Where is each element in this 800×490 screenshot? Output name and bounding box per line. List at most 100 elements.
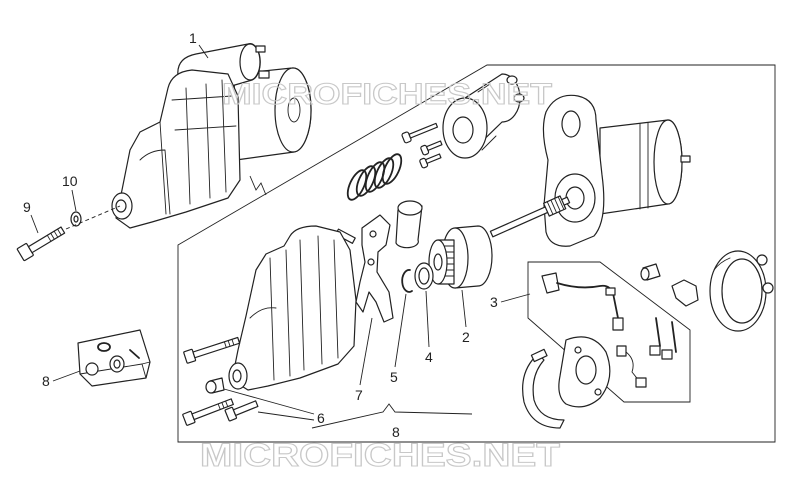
bolt-shaft — [232, 400, 259, 417]
leader-line-8-left — [52, 370, 81, 382]
leader-line-6-lower — [257, 411, 315, 421]
sleeve-top — [397, 200, 423, 216]
solenoid-terminal-stud — [506, 75, 518, 85]
drive-end-nose-bore — [232, 369, 242, 383]
screw-shaft — [425, 140, 443, 151]
screw-shaft — [424, 153, 442, 164]
watermark-bottom: MICROFICHES.NET — [200, 437, 561, 473]
brush — [616, 345, 627, 357]
exploded-view-boundary — [177, 64, 776, 443]
callout-10: 10 — [62, 173, 78, 189]
brush-holder-assembly-3 — [522, 272, 677, 429]
bolt-shaft — [191, 398, 234, 421]
solenoid-end-cap — [239, 43, 261, 81]
mounting-bolt — [182, 398, 234, 426]
brush-plate-center — [575, 355, 597, 385]
ring-inner — [418, 267, 430, 285]
brush-lead-wire — [625, 351, 641, 383]
solenoid-terminal-stud — [513, 93, 525, 103]
callout-5: 5 — [390, 369, 398, 385]
leader-line-6-upper — [223, 388, 315, 415]
callout-8-left: 8 — [42, 373, 50, 389]
bracket-ring — [97, 342, 111, 352]
motor-end-cap — [274, 67, 312, 153]
bracket-edge — [79, 361, 151, 379]
solenoid-plunger-bore — [452, 116, 474, 144]
solenoid-terminal — [258, 70, 270, 79]
bushing-6 — [205, 377, 225, 394]
leader-line-9 — [30, 214, 39, 234]
brush-plate-hole — [594, 388, 602, 396]
small-bushing-face — [640, 267, 650, 281]
return-spring — [346, 153, 403, 201]
cover-ring-clip — [530, 348, 548, 363]
bracket-nut-hole — [113, 359, 121, 369]
drive-housing — [115, 69, 241, 229]
leader-line-1 — [198, 44, 209, 59]
leader-line-4 — [425, 290, 430, 348]
mounting-bolt-short — [224, 400, 259, 422]
motor-band-line — [639, 122, 649, 210]
assembly-dashed-line — [65, 205, 121, 230]
bolt-shaft — [27, 226, 66, 254]
motor-rear-cap — [653, 119, 683, 205]
end-plate-bearing-inner — [565, 186, 585, 210]
cover-band-inner — [721, 258, 763, 324]
ring-4 — [414, 262, 434, 290]
callout-7: 7 — [355, 387, 363, 403]
boundary-break-connector — [249, 175, 267, 196]
shaft-gear-teeth — [546, 196, 565, 215]
drive-nose-bore — [115, 199, 127, 213]
group-bracket-8 — [311, 403, 473, 429]
lead-terminal — [605, 287, 616, 296]
starter-motor-assembly — [111, 43, 312, 229]
bolt-shaft — [192, 336, 241, 359]
plunger-sleeve — [395, 200, 423, 249]
solenoid-screw-long — [401, 122, 439, 144]
brush-clip — [671, 279, 699, 307]
bolt-9 — [16, 226, 66, 262]
screw-shaft — [408, 122, 439, 139]
callout-6: 6 — [317, 410, 325, 426]
wire-bracket — [541, 272, 560, 294]
callout-3: 3 — [490, 294, 498, 310]
leader-line-10 — [71, 189, 77, 212]
drive-housing-ribs — [139, 79, 237, 215]
solenoid — [442, 73, 525, 159]
callout-4: 4 — [425, 349, 433, 365]
callout-8-group: 8 — [392, 424, 400, 440]
bracket-washer — [85, 362, 99, 376]
fork-lever-body — [355, 214, 394, 323]
brush-cover-ring — [522, 353, 565, 429]
drive-end-housing-body — [231, 225, 357, 391]
part-3-group-boundary — [527, 261, 691, 403]
brush — [612, 317, 624, 331]
leader-line-5 — [394, 293, 407, 368]
through-bolt-long — [183, 336, 241, 364]
drive-end-housing — [228, 225, 357, 391]
washer-hole — [73, 215, 79, 223]
cover-nut — [756, 254, 768, 266]
drive-end-housing-ribs — [249, 235, 339, 381]
bushing-face — [205, 380, 217, 394]
solenoid-terminal — [255, 45, 266, 53]
armature-motor — [489, 94, 691, 247]
fork-lever-hole — [367, 258, 375, 266]
sleeve-body — [395, 205, 423, 249]
drive-pinion-2 — [428, 225, 493, 289]
cover-band-edge — [713, 257, 731, 271]
end-plate-hole — [561, 110, 581, 138]
leader-line-3 — [500, 293, 531, 303]
small-bushing — [640, 263, 661, 281]
solenoid-screw-short — [420, 140, 443, 156]
rear-cover-band — [709, 250, 767, 332]
brush-spring-rods — [655, 317, 677, 353]
bolt-thread — [223, 338, 235, 348]
leader-line-7 — [359, 317, 373, 386]
leader-line-2 — [461, 289, 467, 328]
pinion-bore — [433, 253, 443, 271]
callout-2: 2 — [462, 329, 470, 345]
callout-1: 1 — [189, 30, 197, 46]
motor-terminal — [680, 155, 691, 163]
